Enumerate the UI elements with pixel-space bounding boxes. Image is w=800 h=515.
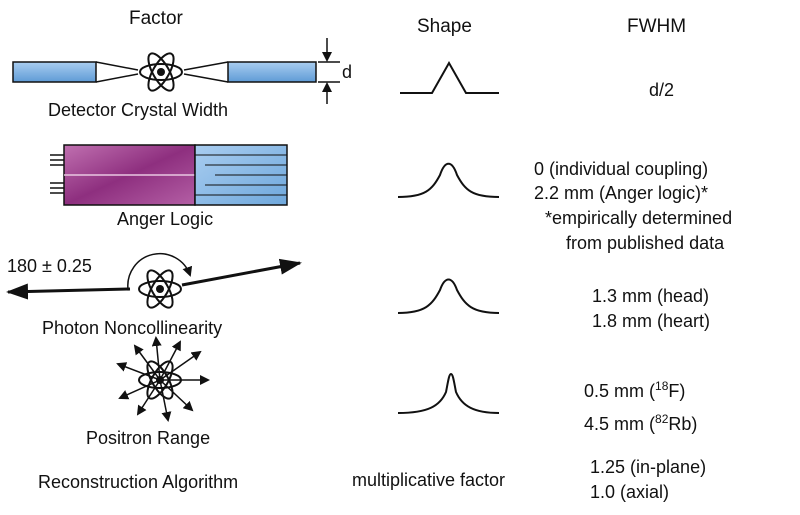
crystal-left: [12, 61, 97, 83]
fwhm-positron-f18: 0.5 mm (18F): [584, 379, 686, 401]
header-fwhm: FWHM: [627, 16, 687, 37]
shape-triangle: [400, 60, 499, 94]
header-shape: Shape: [417, 16, 472, 37]
crystal-right: [227, 61, 317, 83]
header-factor: Factor: [129, 8, 183, 29]
shape-peak-noncollinearity: [397, 278, 500, 314]
factor-detector-crystal-width: Detector Crystal Width: [48, 100, 229, 120]
fwhm-reconstruction-axial: 1.0 (axial): [590, 482, 670, 502]
factor-reconstruction-algorithm: Reconstruction Algorithm: [38, 472, 239, 492]
fwhm-reconstruction-in-plane: 1.25 (in-plane): [590, 457, 707, 477]
positron-range-illustration: [116, 336, 210, 422]
fwhm-anger-logic-line-1: 0 (individual coupling): [534, 159, 709, 179]
fwhm-anger-logic-note-1: *empirically determined: [545, 208, 733, 228]
dimension-label-d: d: [342, 62, 353, 82]
fwhm-anger-logic-line-2: 2.2 mm (Anger logic)*: [534, 183, 709, 203]
fwhm-detector-crystal-width: d/2: [649, 80, 675, 100]
atom-icon: [138, 265, 182, 313]
anger-logic-illustration: [50, 144, 288, 206]
factor-photon-noncollinearity: Photon Noncollinearity: [42, 318, 223, 338]
factor-positron-range: Positron Range: [86, 428, 211, 448]
shape-multiplicative-factor: multiplicative factor: [352, 470, 506, 490]
angle-label: 180 ± 0.25: [7, 256, 92, 276]
fwhm-positron-rb82: 4.5 mm (82Rb): [584, 412, 698, 434]
detector-crystal-illustration: [12, 38, 340, 104]
shape-peak-positron: [397, 372, 500, 414]
noncollinearity-illustration: [6, 252, 302, 313]
shape-peak-anger: [397, 162, 500, 198]
factor-anger-logic: Anger Logic: [117, 209, 214, 229]
fwhm-noncollinearity-heart: 1.8 mm (heart): [592, 311, 711, 331]
fwhm-anger-logic-note-2: from published data: [566, 233, 725, 253]
fwhm-noncollinearity-head: 1.3 mm (head): [592, 286, 710, 306]
atom-icon: [139, 48, 183, 96]
